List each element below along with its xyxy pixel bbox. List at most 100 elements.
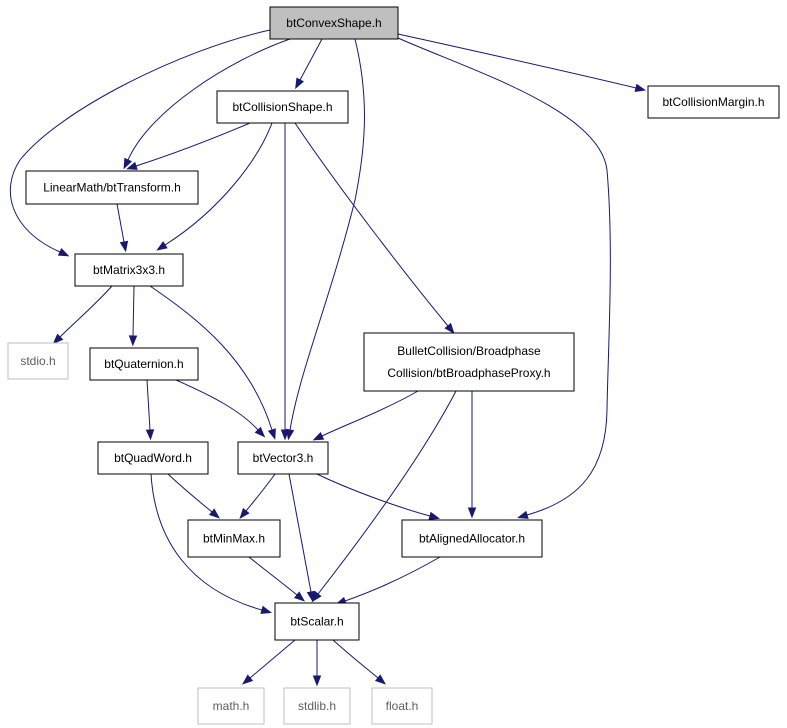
graph-nodes: btConvexShape.h btCollisionShape.h btColli… — [7, 6, 780, 725]
arrowhead — [52, 333, 64, 345]
node-box — [274, 602, 360, 641]
edge-btQuadWord-to-btMinMax — [167, 473, 220, 519]
edge-btConvexShape-to-btTransform — [123, 38, 291, 170]
edge-line — [332, 639, 379, 679]
node-btCollisionMargin[interactable]: btCollisionMargin.h — [647, 85, 780, 119]
node-label: btCollisionMargin.h — [662, 95, 764, 109]
edge-line — [135, 122, 251, 167]
edge-btQuaternion-to-btQuadWord — [145, 379, 155, 441]
node-btScalar[interactable]: btScalar.h — [274, 602, 360, 641]
arrowhead — [57, 247, 70, 257]
node-btMatrix3x3[interactable]: btMatrix3x3.h — [74, 253, 184, 287]
edge-btMinMax-to-btScalar — [248, 556, 306, 602]
arrowhead — [128, 335, 138, 347]
graph-edges — [9, 29, 647, 687]
node-btVector3[interactable]: btVector3.h — [237, 441, 329, 475]
edge-btVector3-to-btAlignedAllocator — [316, 473, 441, 520]
arrowhead — [242, 674, 254, 685]
node-label: math.h — [213, 699, 250, 713]
node-label: BulletCollision/Broadphase — [397, 344, 541, 358]
edge-btConvexShape-to-btMatrix3x3 — [9, 29, 271, 257]
edge-line — [164, 122, 273, 246]
edge-btBroadphaseProxy-to-btAlignedAllocator — [467, 391, 477, 519]
node-box — [187, 519, 281, 558]
arrowhead — [374, 674, 386, 685]
arrowhead — [295, 77, 304, 90]
arrowhead — [467, 507, 477, 519]
node-label: btConvexShape.h — [286, 16, 381, 30]
node-label: btMatrix3x3.h — [93, 263, 165, 277]
arrowhead — [123, 157, 133, 170]
edge-btMatrix3x3-to-btVector3 — [149, 285, 276, 440]
edge-line — [150, 473, 263, 611]
node-float: float.h — [371, 687, 433, 725]
edge-line — [289, 38, 365, 431]
edge-line — [59, 285, 113, 338]
arrowhead — [208, 508, 220, 519]
arrowhead — [119, 240, 129, 253]
node-label: btScalar.h — [290, 615, 343, 629]
arrowhead — [145, 429, 155, 441]
edge-btConvexShape-to-btCollisionShape — [295, 38, 323, 90]
node-btCollisionShape[interactable]: btCollisionShape.h — [216, 90, 349, 124]
arrowhead — [634, 83, 647, 92]
node-label: btQuadWord.h — [114, 451, 192, 465]
node-label: Collision/btBroadphaseProxy.h — [387, 366, 550, 380]
edge-btBroadphaseProxy-to-btVector3 — [312, 390, 419, 441]
node-btTransform[interactable]: LinearMath/btTransform.h — [25, 170, 199, 205]
node-box — [371, 687, 433, 725]
edge-btBroadphaseProxy-to-btScalar — [311, 390, 457, 603]
node-label: float.h — [386, 699, 419, 713]
node-btQuadWord[interactable]: btQuadWord.h — [97, 441, 209, 475]
node-label: btMinMax.h — [203, 532, 265, 546]
node-box — [363, 332, 575, 392]
edge-line — [132, 285, 135, 337]
arrowhead — [312, 431, 325, 441]
node-box — [97, 441, 209, 475]
edge-btVector3-to-btScalar — [288, 473, 316, 603]
edge-btAlignedAllocator-to-btScalar — [335, 556, 441, 605]
node-btBroadphaseProxy[interactable]: BulletCollision/BroadphaseCollision/btBr… — [363, 332, 575, 392]
node-label: LinearMath/btTransform.h — [43, 181, 181, 195]
edge-btScalar-to-math — [242, 639, 296, 685]
edge-line — [321, 390, 419, 437]
edge-btCollisionShape-to-btTransform — [126, 122, 251, 170]
node-stdlib: stdlib.h — [283, 687, 351, 725]
edge-btCollisionShape-to-btVector3 — [280, 123, 290, 441]
node-box — [401, 519, 543, 558]
node-label: btCollisionShape.h — [232, 100, 332, 114]
node-label: btQuaternion.h — [104, 357, 183, 371]
edge-line — [175, 379, 259, 431]
node-box — [89, 347, 199, 381]
edge-btTransform-to-btMatrix3x3 — [116, 203, 129, 253]
edge-btScalar-to-float — [332, 639, 386, 685]
arrowhead — [239, 507, 250, 520]
edge-line — [245, 473, 276, 512]
node-box — [25, 170, 199, 205]
edge-line — [9, 29, 271, 253]
node-btMinMax[interactable]: btMinMax.h — [187, 519, 281, 558]
node-label: btVector3.h — [253, 451, 314, 465]
edge-line — [317, 390, 457, 595]
edge-line — [288, 473, 312, 593]
edge-btCollisionShape-to-btMatrix3x3 — [156, 122, 273, 251]
arrowhead — [260, 605, 272, 614]
edge-line — [316, 473, 431, 517]
arrowhead — [428, 511, 441, 520]
edge-line — [344, 556, 441, 602]
edge-btConvexShape-to-btAlignedAllocator — [397, 37, 611, 519]
node-label: stdio.h — [20, 354, 55, 368]
edge-line — [249, 639, 296, 679]
node-box — [237, 441, 329, 475]
node-btQuaternion[interactable]: btQuaternion.h — [89, 347, 199, 381]
edge-line — [149, 285, 273, 431]
edge-line — [167, 473, 213, 513]
arrowhead — [306, 590, 316, 603]
node-math: math.h — [197, 687, 265, 725]
edge-btScalar-to-stdlib — [312, 640, 322, 687]
arrowhead — [517, 510, 529, 519]
node-stdio: stdio.h — [7, 342, 69, 380]
arrowhead — [280, 429, 290, 441]
node-btAlignedAllocator[interactable]: btAlignedAllocator.h — [401, 519, 543, 558]
